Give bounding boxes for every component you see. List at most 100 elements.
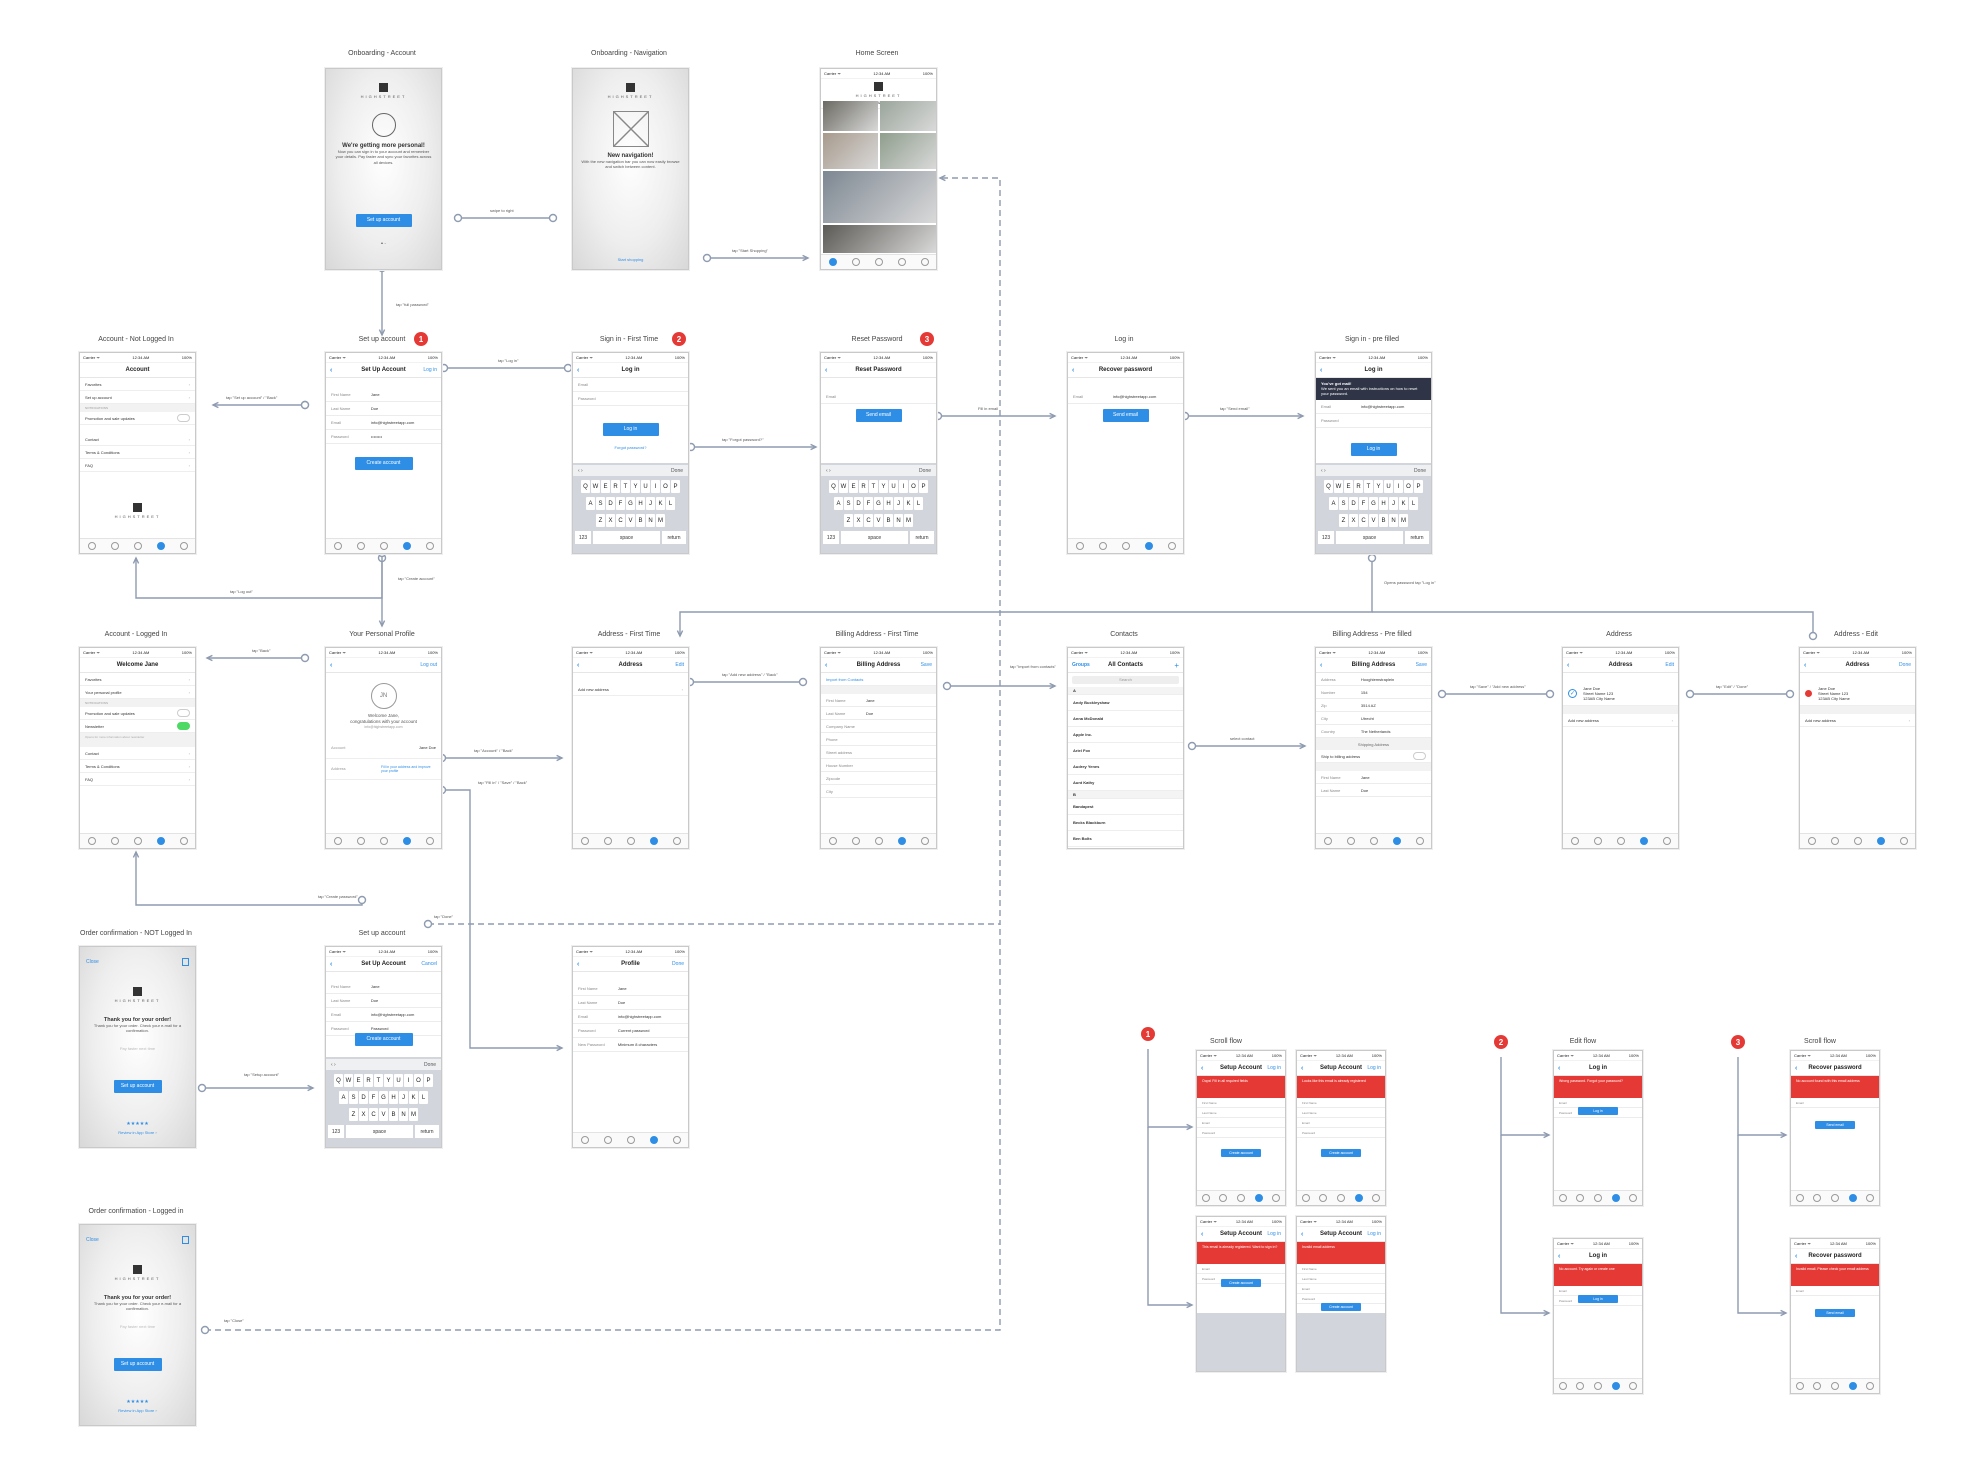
nav-action-button[interactable]: Log in [1267,1231,1281,1237]
key[interactable]: M [904,514,913,527]
tab-account-icon[interactable] [1611,1382,1620,1390]
key[interactable]: N [894,514,903,527]
tab-account-icon[interactable] [1254,1194,1263,1202]
form-field[interactable]: First Name [1297,1098,1385,1108]
primary-button[interactable]: Create account [1221,1279,1261,1287]
key[interactable]: G [1369,497,1378,510]
space-key[interactable]: space [593,531,660,544]
tab-home-icon[interactable] [828,258,837,266]
key[interactable]: Q [334,1074,343,1087]
tab-account-icon[interactable] [649,837,658,845]
tab-search-icon[interactable] [1813,1194,1822,1202]
back-arrow-icon[interactable]: ‹ [330,661,333,669]
lookbook-photo[interactable] [823,171,936,223]
contact-row[interactable]: Apple Inc. [1068,727,1183,743]
nav-action-button[interactable]: Log in [1367,1231,1381,1237]
key[interactable]: S [596,497,605,510]
primary-button[interactable]: Create account [1321,1303,1361,1311]
key[interactable]: R [364,1074,373,1087]
key[interactable]: B [884,514,893,527]
back-arrow-icon[interactable]: ‹ [825,366,828,374]
tab-search-icon[interactable] [356,837,365,845]
tab-account-icon[interactable] [1611,1194,1620,1202]
key[interactable]: Q [829,480,838,493]
notification-toggle-row[interactable]: Promotion and sale updates [80,707,195,720]
primary-button[interactable]: Create account [1221,1149,1261,1157]
tab-account-icon[interactable] [1848,1382,1857,1390]
key[interactable]: K [904,497,913,510]
create-account-button[interactable]: Create account [354,457,413,470]
key[interactable]: S [349,1091,358,1104]
tab-account-icon[interactable] [897,258,906,266]
add-new-address-row[interactable]: Add new address› [1563,714,1678,727]
form-field[interactable]: Last Name [1297,1274,1385,1284]
tab-bag-icon[interactable] [672,837,681,845]
nav-action-button[interactable]: Cancel [421,961,437,967]
key[interactable]: B [389,1108,398,1121]
tab-wishlist-icon[interactable] [133,837,142,845]
form-field[interactable]: Password [1316,414,1431,428]
back-arrow-icon[interactable]: ‹ [1301,1064,1304,1072]
form-field[interactable]: Password [1554,1296,1642,1306]
key[interactable]: U [394,1074,403,1087]
form-field[interactable]: First Name [1297,1264,1385,1274]
key[interactable]: F [1359,497,1368,510]
close-button[interactable]: Close [86,959,99,965]
key[interactable]: K [409,1091,418,1104]
key[interactable]: D [359,1091,368,1104]
key[interactable]: Y [879,480,888,493]
tab-search-icon[interactable] [603,1136,612,1144]
back-arrow-icon[interactable]: ‹ [1558,1064,1561,1072]
key[interactable]: R [1354,480,1363,493]
tab-bag-icon[interactable] [1866,1194,1875,1202]
form-field[interactable]: First Name [1197,1098,1285,1108]
tab-search-icon[interactable] [603,837,612,845]
key[interactable]: L [666,497,675,510]
key[interactable]: G [874,497,883,510]
back-arrow-icon[interactable]: ‹ [825,661,828,669]
key[interactable]: Z [349,1108,358,1121]
form-field[interactable]: Password•••••••• [326,430,441,444]
key[interactable]: Z [1339,514,1348,527]
tab-search-icon[interactable] [356,542,365,550]
form-field[interactable]: Email [1297,1284,1385,1294]
tab-bag-icon[interactable] [1372,1194,1381,1202]
form-field[interactable]: Email [1791,1098,1879,1108]
key[interactable]: S [1339,497,1348,510]
back-arrow-icon[interactable]: ‹ [1320,366,1323,374]
tab-wishlist-icon[interactable] [626,1136,635,1144]
contact-row[interactable]: Becks Blackburn [1068,815,1183,831]
tab-wishlist-icon[interactable] [1593,1382,1602,1390]
tab-home-icon[interactable] [1323,837,1332,845]
form-field[interactable]: Phone [821,733,936,746]
back-arrow-icon[interactable]: ‹ [1795,1064,1798,1072]
form-field[interactable]: City [821,785,936,798]
tab-home-icon[interactable] [1301,1194,1310,1202]
form-field[interactable]: Company Name [821,720,936,733]
tab-account-icon[interactable] [1848,1194,1857,1202]
send-email-button[interactable]: Send email [855,409,902,422]
tab-bag-icon[interactable] [920,837,929,845]
tab-account-icon[interactable] [1392,837,1401,845]
key[interactable]: U [1384,480,1393,493]
tab-bag-icon[interactable] [1272,1194,1281,1202]
tab-search-icon[interactable] [1813,1382,1822,1390]
keyboard-done-button[interactable]: Done [671,467,683,474]
primary-button[interactable]: Send email [1815,1309,1855,1317]
prev-next-arrows-icon[interactable]: ‹ › [1321,467,1326,474]
tab-home-icon[interactable] [1075,542,1084,550]
key[interactable]: O [909,480,918,493]
key[interactable]: E [849,480,858,493]
prev-next-arrows-icon[interactable]: ‹ › [578,467,583,474]
tab-bag-icon[interactable] [672,1136,681,1144]
tab-home-icon[interactable] [87,542,96,550]
key[interactable]: U [889,480,898,493]
forgot-password-link[interactable]: Forgot password? [614,445,647,450]
